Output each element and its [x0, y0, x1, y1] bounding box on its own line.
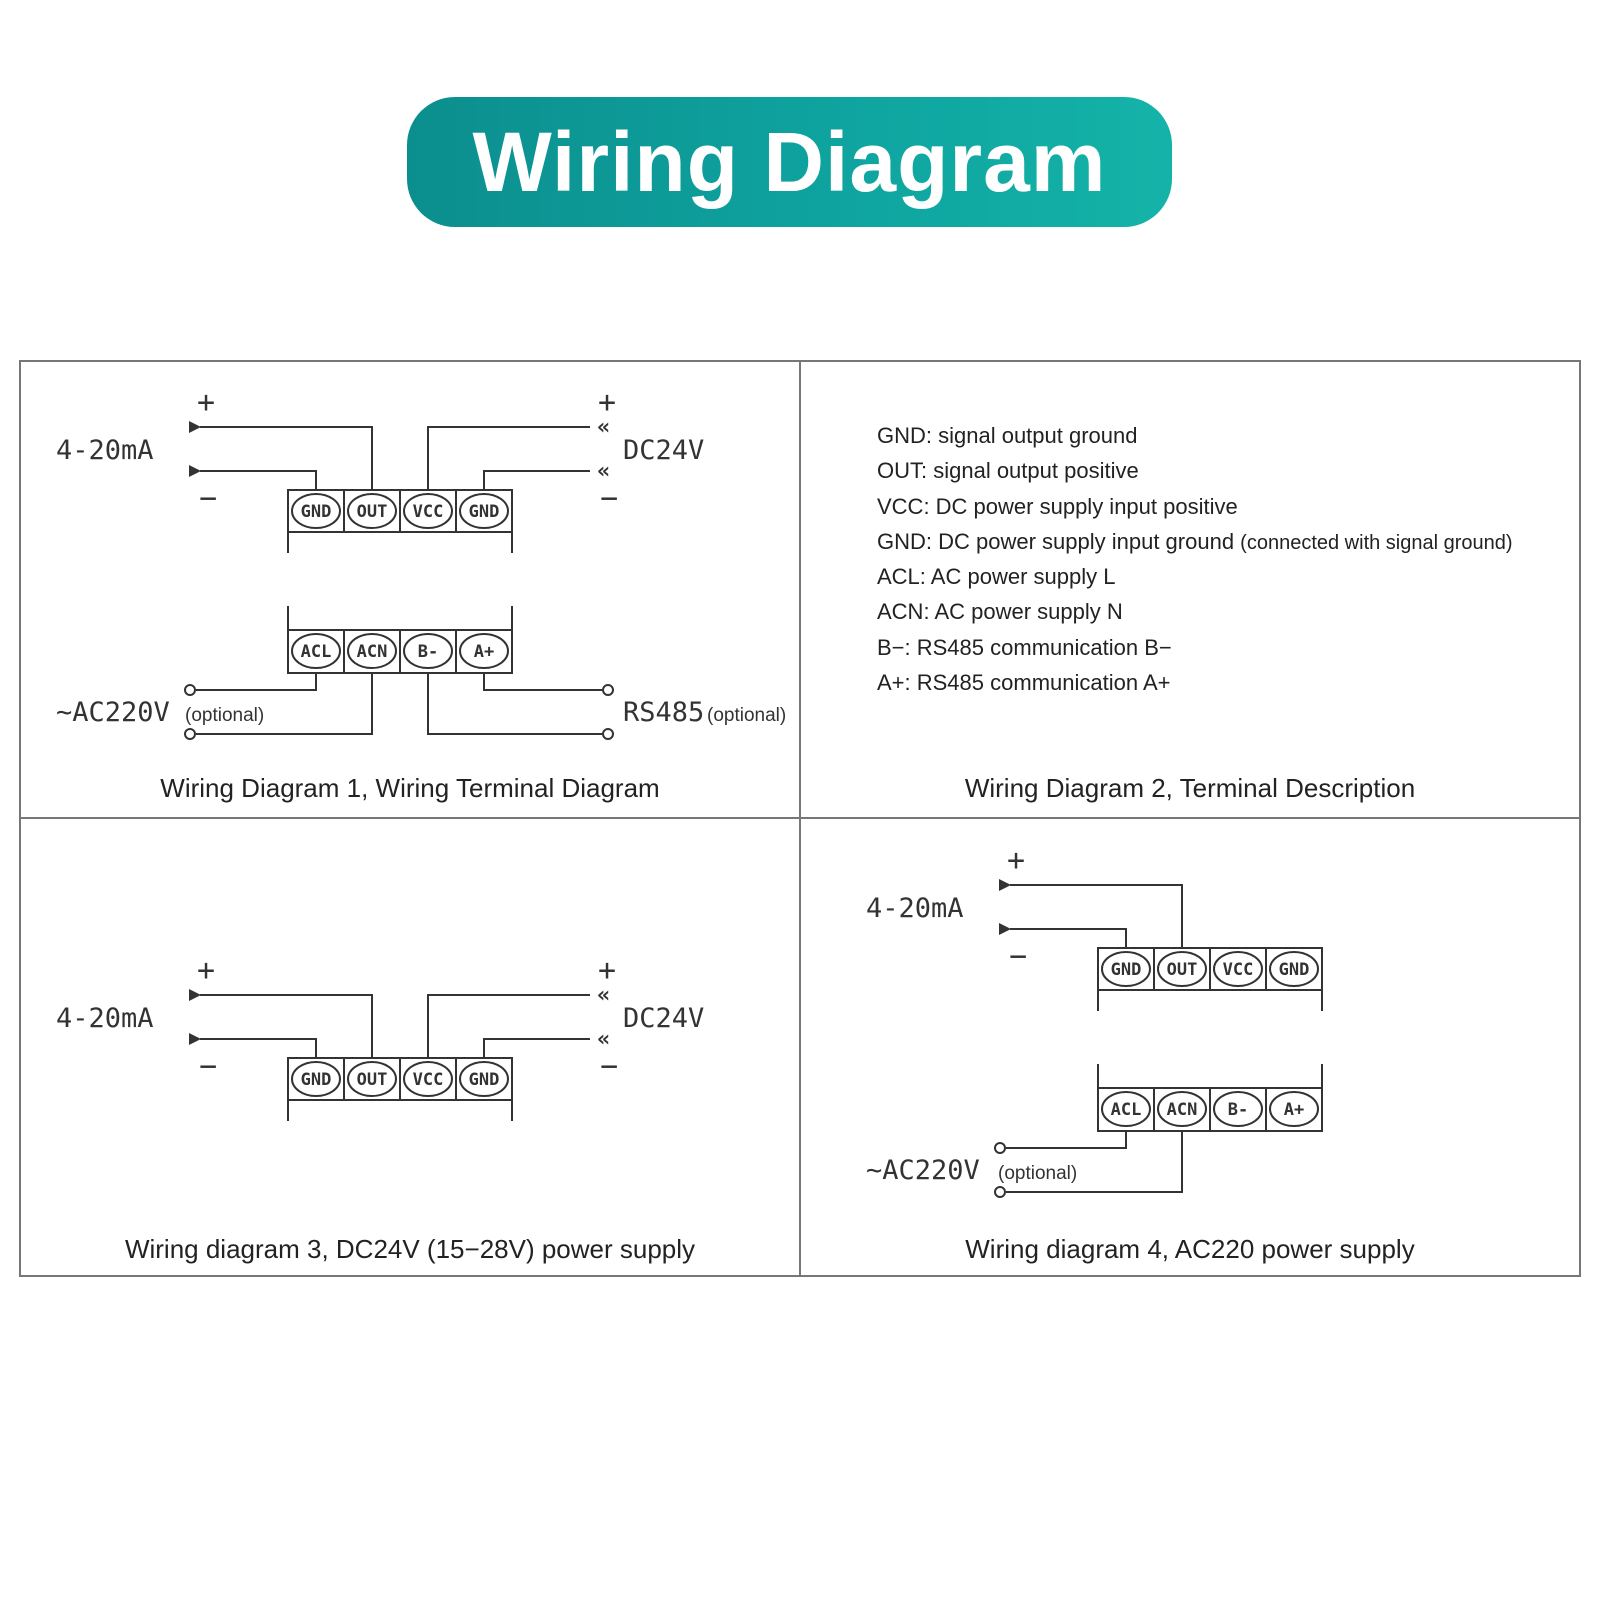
bottom-terminal-block: ACL ACN B- A+ [1097, 1064, 1323, 1132]
svg-text:«: « [597, 459, 610, 484]
plus-sign: + [197, 953, 215, 988]
minus-sign: − [199, 1049, 217, 1084]
svg-text:«: « [597, 1027, 610, 1052]
diagram-3: GND OUT VCC GND « « + − + − 4-20mA DC24V [56, 953, 704, 1121]
description-item: GND: DC power supply input ground (conne… [877, 528, 1513, 554]
top-terminal-block: GND OUT VCC GND [287, 1057, 513, 1121]
description-item: ACL: AC power supply L [877, 564, 1116, 590]
terminal-label: GND [469, 502, 500, 522]
minus-sign: − [600, 1049, 618, 1084]
current-label: 4-20mA [56, 435, 154, 466]
caption-diagram-3: Wiring diagram 3, DC24V (15−28V) power s… [124, 1234, 696, 1264]
ac-label: ~AC220V [56, 697, 170, 728]
title-banner: Wiring Diagram [407, 97, 1172, 227]
top-terminal-block: GND OUT VCC GND [287, 489, 513, 553]
bottom-terminal-block: ACL ACN B- A+ [287, 606, 513, 674]
terminal-label: A+ [474, 642, 494, 662]
dc-label: DC24V [623, 1003, 704, 1034]
svg-text:«: « [597, 983, 610, 1008]
top-terminal-block: GND OUT VCC GND [1097, 947, 1323, 1011]
terminal-label: ACL [1111, 1100, 1142, 1120]
svg-text:«: « [597, 415, 610, 440]
diagram-1: GND OUT VCC GND « « + − + − 4-20mA DC24V [56, 385, 786, 740]
optional-note: (optional) [998, 1163, 1077, 1184]
diagram-4: GND OUT VCC GND + − 4-20mA ACL [866, 843, 1323, 1198]
ac-label: ~AC220V [866, 1155, 980, 1186]
description-item: OUT: signal output positive [877, 458, 1139, 484]
dc-label: DC24V [623, 435, 704, 466]
terminal-label: GND [301, 1070, 332, 1090]
description-item: B−: RS485 communication B− [877, 634, 1172, 660]
description-item: VCC: DC power supply input positive [877, 493, 1238, 519]
description-item: GND: signal output ground [877, 423, 1138, 448]
optional-note: (optional) [185, 705, 264, 726]
description-item: ACN: AC power supply N [877, 599, 1123, 625]
plus-sign: + [598, 385, 616, 420]
plus-sign: + [197, 385, 215, 420]
terminal-label: B- [418, 642, 438, 662]
optional-note: (optional) [707, 705, 786, 726]
terminal-label: VCC [1223, 960, 1254, 980]
terminal-label: ACN [357, 642, 388, 662]
current-label: 4-20mA [56, 1003, 154, 1034]
page-title: Wiring Diagram [472, 114, 1107, 209]
caption-diagram-1: Wiring Diagram 1, Wiring Terminal Diagra… [160, 773, 660, 803]
terminal-label: B- [1228, 1100, 1248, 1120]
plus-sign: + [1007, 843, 1025, 878]
terminal-label: VCC [413, 1070, 444, 1090]
terminal-label: GND [1279, 960, 1310, 980]
minus-sign: − [199, 481, 217, 516]
terminal-label: ACL [301, 642, 332, 662]
caption-diagram-4: Wiring diagram 4, AC220 power supply [965, 1234, 1415, 1264]
rs485-label: RS485 [623, 697, 704, 728]
terminal-label: OUT [357, 502, 388, 522]
terminal-label: VCC [413, 502, 444, 522]
description-item: A+: RS485 communication A+ [877, 670, 1171, 696]
terminal-description-list: GND: signal output ground OUT: signal ou… [877, 418, 1513, 700]
terminal-label: ACN [1167, 1100, 1198, 1120]
caption-diagram-2: Wiring Diagram 2, Terminal Description [964, 773, 1416, 803]
terminal-label: OUT [357, 1070, 388, 1090]
terminal-label: GND [301, 502, 332, 522]
grid-frame [19, 360, 1581, 1277]
current-label: 4-20mA [866, 893, 964, 924]
terminal-label: GND [1111, 960, 1142, 980]
terminal-label: OUT [1167, 960, 1198, 980]
terminal-label: GND [469, 1070, 500, 1090]
plus-sign: + [598, 953, 616, 988]
minus-sign: − [600, 481, 618, 516]
terminal-label: A+ [1284, 1100, 1304, 1120]
minus-sign: − [1009, 939, 1027, 974]
